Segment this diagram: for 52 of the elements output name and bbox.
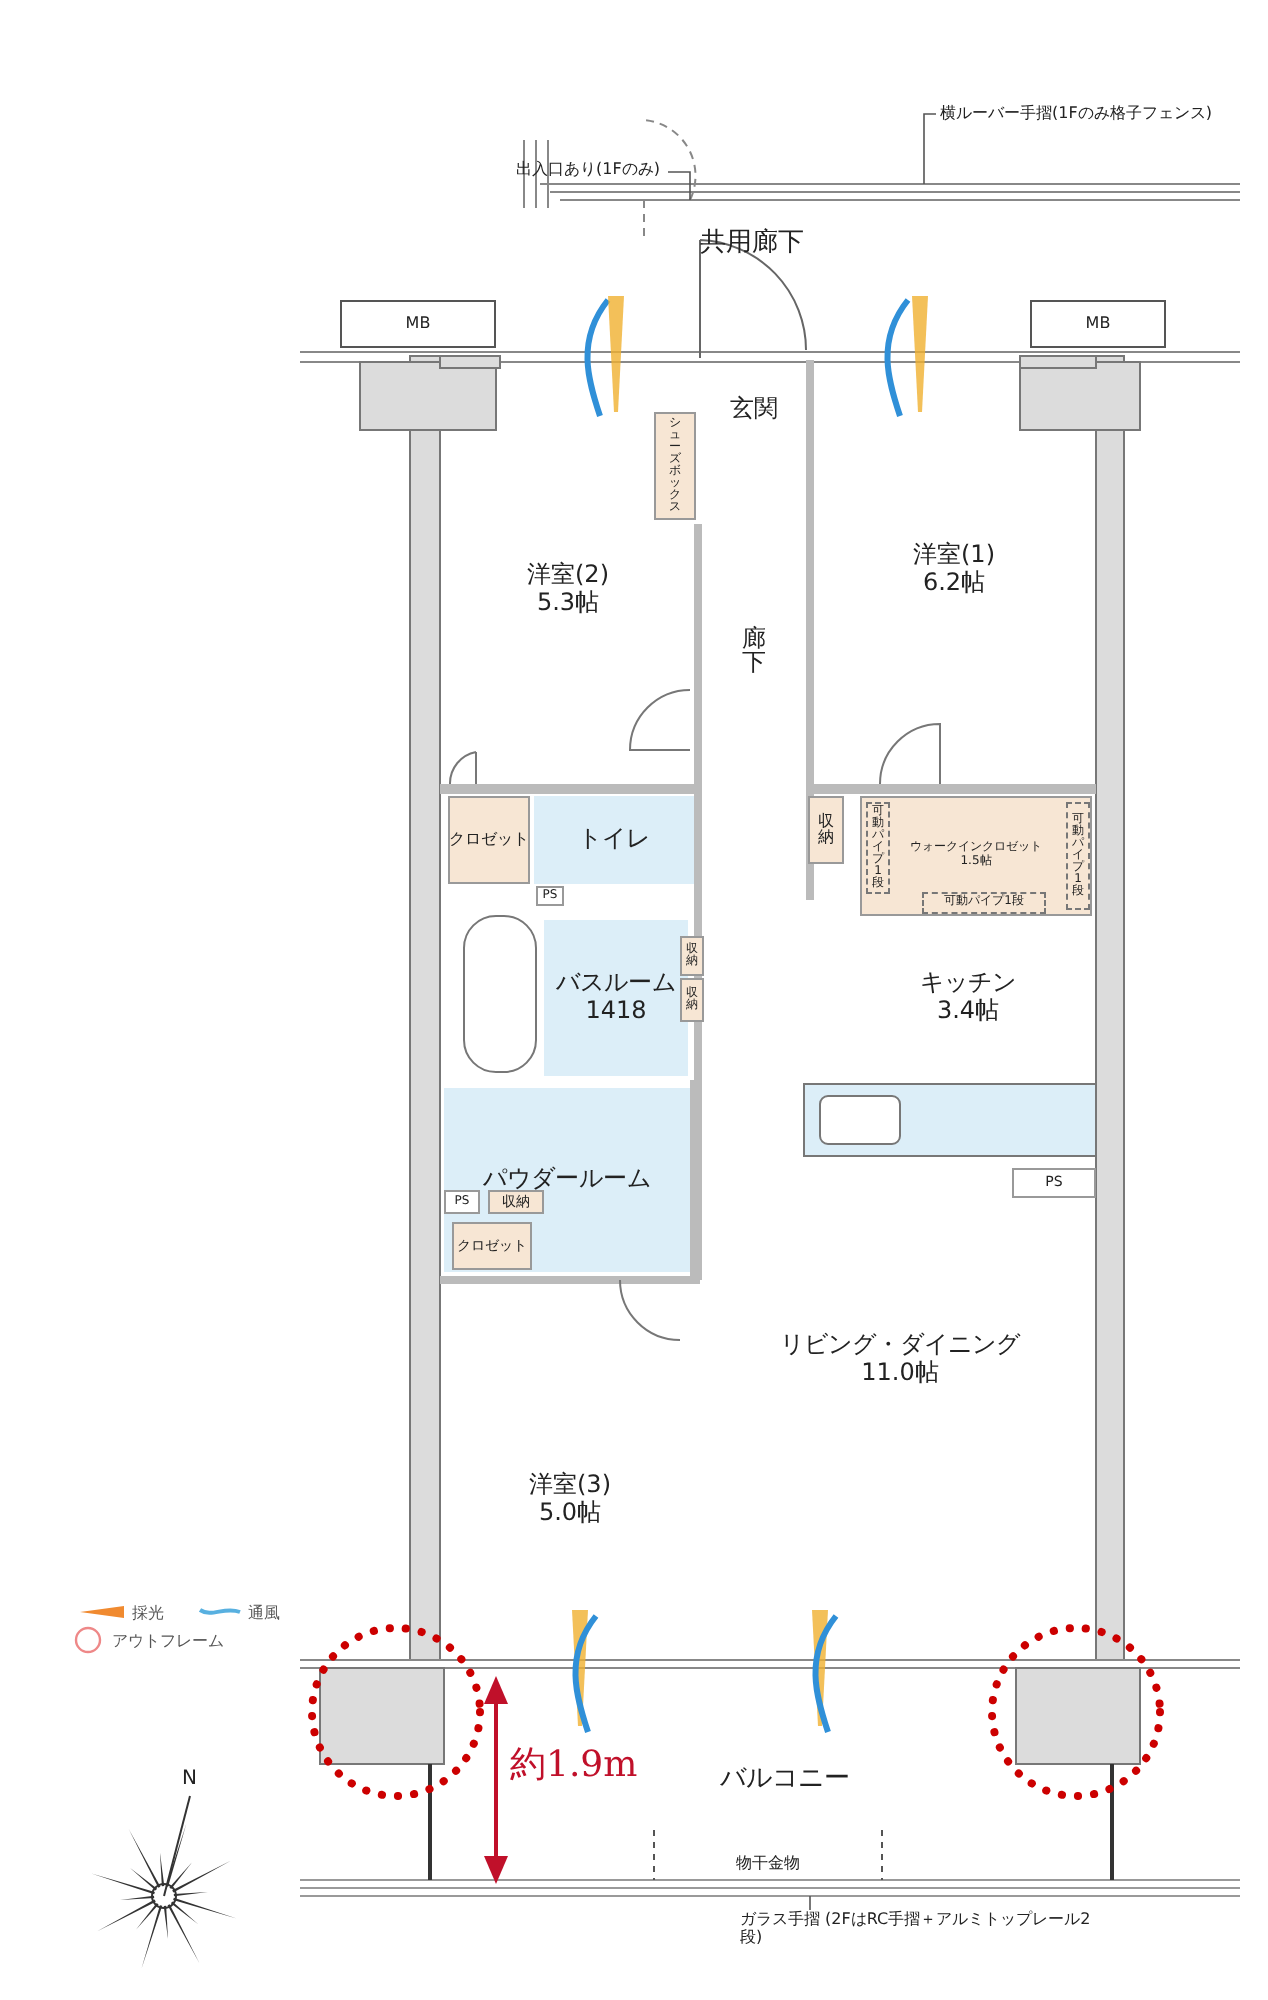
- pipe-space-box: [536, 886, 564, 906]
- legend-text: 通風: [248, 1602, 280, 1624]
- pipe-space-box: [444, 1190, 480, 1214]
- storage-label: クロゼット: [449, 830, 529, 850]
- storage-area: [680, 936, 704, 976]
- storage-area: [860, 796, 1092, 916]
- storage-area: [680, 978, 704, 1022]
- room-name: パウダールーム: [483, 1166, 651, 1194]
- room-name: 玄関: [730, 396, 778, 424]
- storage-label: MB: [1085, 314, 1111, 334]
- floor-area: 11.0帖: [861, 1360, 939, 1388]
- meter-box: [1030, 300, 1166, 348]
- leader-line: [667, 171, 691, 201]
- room-name: リビング・ダイニング: [780, 1332, 1020, 1360]
- dimension-text: 約1.9m: [510, 1742, 638, 1788]
- leader-line: [809, 1895, 811, 1911]
- storage-area: [452, 1222, 532, 1270]
- storage-area: [654, 412, 696, 520]
- callout-text: ガラス手摺 (2FはRC手摺＋アルミトップレール2段): [740, 1910, 1100, 1970]
- pipe-space-box: [1012, 1168, 1096, 1198]
- floor-area: 5.3帖: [536, 590, 600, 618]
- storage-label: 収納: [818, 813, 834, 847]
- legend-text: アウトフレーム: [112, 1630, 224, 1652]
- storage-label: MB: [405, 314, 431, 334]
- pipe-rail-area: [866, 802, 890, 894]
- floor-area: 6.2帖: [922, 570, 986, 598]
- fixture-label: 物干金物: [736, 1852, 800, 1874]
- compass-letter: N: [182, 1768, 197, 1790]
- floor-area: 5.0帖: [538, 1500, 602, 1528]
- room-name: 廊下: [742, 625, 766, 675]
- pipe-rail-area: [922, 892, 1046, 914]
- room-name: 洋室(1): [913, 542, 995, 570]
- callout-text: 横ルーバー手摺(1Fのみ格子フェンス): [940, 104, 1240, 128]
- area-label: バルコニー: [720, 1762, 850, 1796]
- storage-area: [808, 796, 844, 864]
- wet-room-area: [534, 796, 694, 884]
- room-name: キッチン: [920, 970, 1016, 998]
- room-name: バスルーム: [556, 970, 676, 998]
- storage-area: [488, 1190, 544, 1214]
- storage-area: [448, 796, 530, 884]
- floor-area: 3.4帖: [936, 998, 1000, 1026]
- room-name: 洋室(2): [527, 562, 609, 590]
- wet-room-area: [544, 920, 688, 1076]
- callout-text: 出入口あり(1Fのみ): [516, 160, 672, 184]
- wet-room-area: [444, 1088, 690, 1272]
- pipe-rail-area: [1066, 802, 1090, 910]
- floor-area: 1418: [585, 998, 647, 1026]
- legend-text: 採光: [132, 1602, 164, 1624]
- leader-line: [923, 113, 937, 185]
- room-name: トイレ: [578, 826, 650, 854]
- room-name: 洋室(3): [529, 1472, 611, 1500]
- meter-box: [340, 300, 496, 348]
